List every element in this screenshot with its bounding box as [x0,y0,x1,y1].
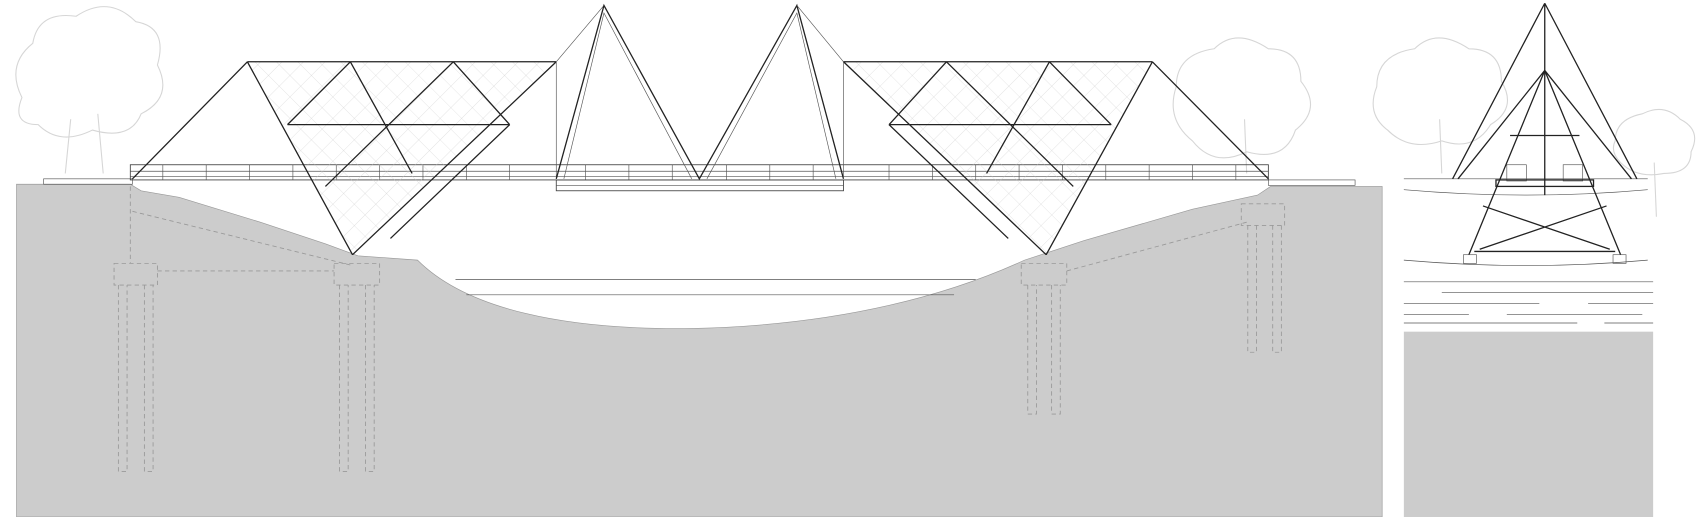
left-truss [132,5,605,256]
ground-section [16,183,1383,517]
cross-section-ground [1403,331,1654,517]
foundations [113,186,1286,472]
background-trees [15,6,1696,217]
right-truss [796,5,1269,256]
central-pylons [555,3,845,181]
cross-section-view [1403,2,1654,517]
water-lines [455,279,976,296]
